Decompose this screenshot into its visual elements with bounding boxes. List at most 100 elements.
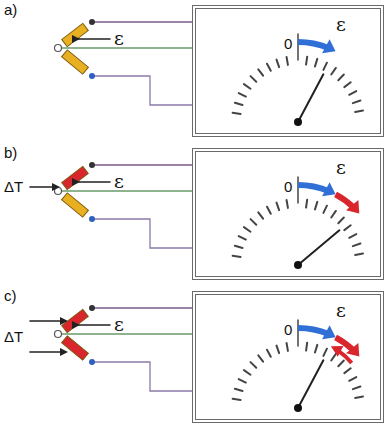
- scale-tick: [233, 256, 241, 257]
- strain-symbol: ε: [336, 301, 346, 320]
- wire: [58, 190, 192, 191]
- scale-tick: [239, 236, 246, 240]
- meter-needle: [298, 74, 323, 122]
- scale-tick: [323, 63, 327, 70]
- scale-tick: [233, 399, 241, 400]
- scale-tick: [344, 225, 350, 230]
- terminal: [89, 162, 95, 168]
- terminal: [89, 216, 95, 222]
- arrow-head: [322, 182, 335, 196]
- meter-needle: [298, 230, 339, 265]
- scale-tick: [277, 203, 280, 211]
- scale-tick: [287, 57, 288, 65]
- strain-symbol: ε: [336, 158, 346, 177]
- pointer-arrow: [30, 320, 62, 322]
- pointer-arrow: [30, 186, 54, 188]
- wire: [92, 21, 192, 22]
- meter-box: 0ε: [192, 291, 384, 423]
- strain-gauge-resistor: [62, 50, 89, 74]
- scale-zero: 0: [284, 322, 292, 337]
- deflection-arrow: [336, 194, 355, 208]
- scale-tick: [306, 343, 307, 351]
- panel-letter: b): [4, 145, 17, 160]
- arrow-head: [60, 317, 68, 325]
- arrow-head: [72, 321, 80, 329]
- temperature-label: ΔT: [4, 179, 23, 194]
- zero-mark: [297, 34, 299, 60]
- deflection-arrow: [298, 42, 329, 48]
- scale-tick: [315, 345, 317, 353]
- scale-tick: [331, 68, 336, 75]
- zero-mark: [297, 177, 299, 203]
- wire: [58, 333, 192, 334]
- scale-tick: [287, 200, 288, 208]
- terminal: [89, 19, 95, 25]
- scale-tick: [353, 101, 361, 104]
- wire: [92, 307, 192, 308]
- strain-gauge-resistor: [62, 166, 89, 189]
- arrow-head: [322, 39, 335, 53]
- arrow-head: [52, 183, 60, 191]
- scale-tick: [338, 218, 344, 224]
- scale-tick: [251, 219, 257, 225]
- wire: [92, 219, 192, 248]
- strain-symbol: ε: [114, 315, 124, 334]
- scale-tick: [315, 202, 317, 210]
- meter-box: 0ε: [192, 5, 384, 137]
- scale-tick: [331, 354, 336, 361]
- scale-zero: 0: [284, 179, 292, 194]
- scale-tick: [344, 368, 350, 373]
- arrow-head: [322, 325, 335, 339]
- meter-box: 0ε: [192, 148, 384, 280]
- scale-tick: [244, 84, 251, 89]
- scale-tick: [338, 75, 344, 81]
- strain-symbol: ε: [114, 172, 124, 191]
- terminal: [89, 73, 95, 79]
- scale-tick: [235, 103, 243, 105]
- scale-tick: [349, 377, 356, 381]
- terminal: [55, 45, 62, 52]
- strain-gauge-resistor: [62, 193, 89, 217]
- scale-tick: [267, 350, 271, 357]
- scale-tick: [235, 246, 243, 248]
- scale-tick: [353, 244, 361, 247]
- wire: [92, 362, 192, 391]
- arrow-head: [72, 35, 80, 43]
- deflection-arrow: [298, 328, 329, 334]
- scale-tick: [331, 211, 336, 218]
- scale-tick: [306, 200, 307, 208]
- strain-symbol: ε: [336, 15, 346, 34]
- scale-tick: [251, 76, 257, 82]
- scale-tick: [258, 69, 263, 75]
- arrow-head: [346, 200, 359, 214]
- temperature-label: ΔT: [4, 329, 23, 344]
- terminal: [89, 359, 95, 365]
- panel-letter: c): [4, 288, 17, 303]
- panel-letter: a): [4, 2, 17, 17]
- scale-tick: [287, 343, 288, 351]
- terminal: [55, 331, 62, 338]
- scale-tick: [233, 113, 241, 114]
- scale-tick: [338, 361, 344, 367]
- scale-tick: [315, 59, 317, 67]
- arrow-head: [331, 346, 344, 357]
- scale-tick: [267, 64, 271, 71]
- needle-pivot: [294, 118, 302, 126]
- wire: [92, 164, 192, 165]
- needle-pivot: [294, 404, 302, 412]
- scale-tick: [277, 60, 280, 68]
- scale-tick: [277, 346, 280, 354]
- scale-tick: [349, 234, 356, 238]
- scale-tick: [235, 389, 243, 391]
- wire: [92, 76, 192, 105]
- zero-mark: [297, 320, 299, 346]
- deflection-arrow: [298, 185, 329, 191]
- scale-tick: [258, 212, 263, 218]
- wire: [58, 47, 192, 48]
- scale-tick: [244, 370, 251, 375]
- arrow-head: [72, 178, 80, 186]
- strain-gauge-resistor: [62, 23, 89, 46]
- scale-tick: [239, 93, 246, 97]
- strain-gauge-resistor: [62, 336, 89, 360]
- scale-tick: [323, 349, 327, 356]
